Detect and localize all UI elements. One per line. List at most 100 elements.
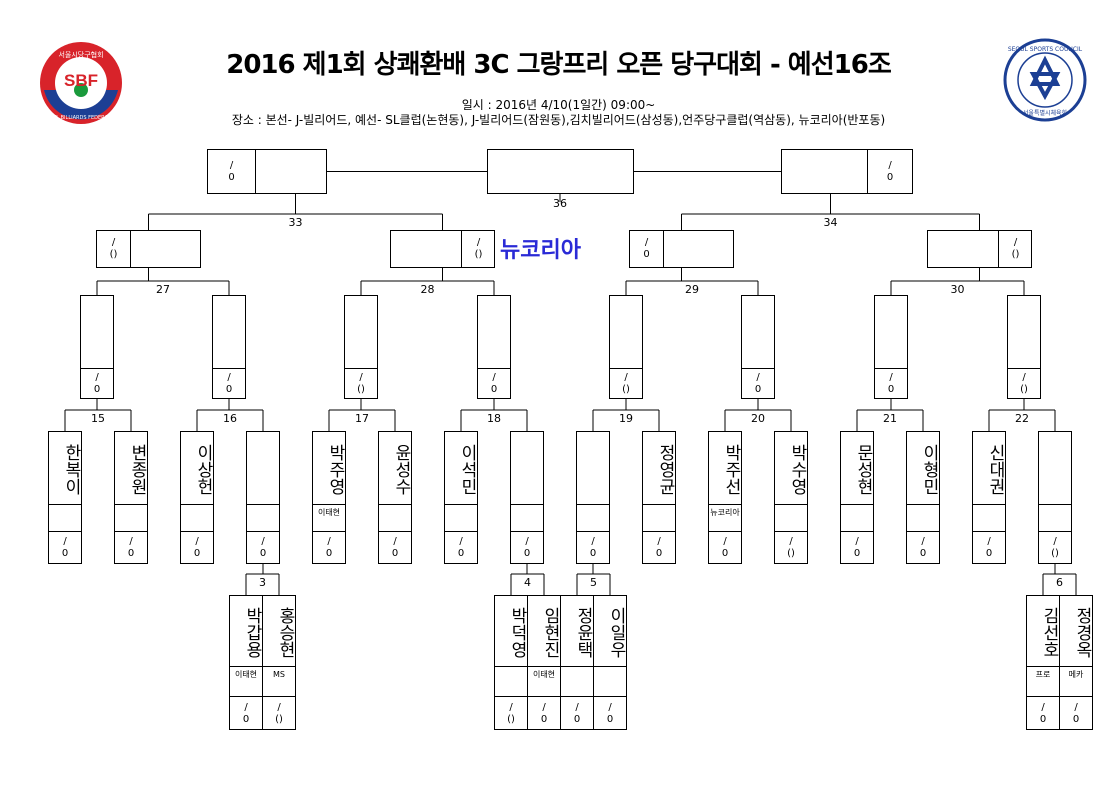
bracket-slot[interactable]: /0 <box>874 295 908 399</box>
score-cell: /0 <box>1027 698 1059 729</box>
slot-divider <box>867 150 868 193</box>
match-number: 4 <box>524 576 531 589</box>
player-name: 박수영 <box>787 444 807 495</box>
card-divider <box>561 696 593 697</box>
score-slash: / <box>575 701 579 713</box>
slot-divider <box>345 368 377 369</box>
event-date: 일시 : 2016년 4/10(1일간) 09:00~ <box>461 98 656 112</box>
score-value: 0 <box>225 383 233 395</box>
match-number: 33 <box>288 216 303 229</box>
bracket-slot[interactable]: /0 <box>80 295 114 399</box>
score-value: () <box>1051 547 1059 559</box>
slot-divider <box>663 231 664 267</box>
player-card[interactable]: /0 <box>246 431 280 564</box>
score-value: 0 <box>93 383 101 395</box>
player-card[interactable]: 문성현/0 <box>840 431 874 564</box>
player-card[interactable]: /0 <box>510 431 544 564</box>
match-number: 6 <box>1056 576 1063 589</box>
card-divider <box>528 666 560 667</box>
bracket-slot[interactable]: /() <box>609 295 643 399</box>
card-divider <box>907 504 939 505</box>
player-name: 임현진 <box>540 607 560 658</box>
card-divider <box>643 531 675 532</box>
player-card[interactable]: 이형민/0 <box>906 431 940 564</box>
final-center-slot[interactable] <box>487 149 634 194</box>
logo-ball-icon <box>74 83 88 97</box>
final-right-slot[interactable]: /0 <box>781 149 913 194</box>
card-divider <box>115 504 147 505</box>
score-value: 0 <box>228 171 235 183</box>
bracket-slot[interactable]: /0 <box>212 295 246 399</box>
semi-slot[interactable]: /0 <box>629 230 734 268</box>
score-slash: / <box>1041 701 1045 713</box>
score-value: 0 <box>1039 713 1047 725</box>
score-cell: /0 <box>643 532 675 563</box>
score-slash: / <box>509 701 513 713</box>
card-divider <box>247 531 279 532</box>
score-value: 0 <box>919 547 927 559</box>
player-card[interactable]: /() <box>1038 431 1072 564</box>
player-name: 이석민 <box>457 444 477 495</box>
card-divider <box>709 531 741 532</box>
player-name: 박갑용 <box>242 607 262 658</box>
player-card[interactable]: 신대권/0 <box>972 431 1006 564</box>
score-cell: /() <box>775 532 807 563</box>
score-cell: /() <box>97 231 130 267</box>
slot-divider <box>478 368 510 369</box>
score-slash: / <box>789 535 793 547</box>
score-cell: /0 <box>313 532 345 563</box>
score-value: 0 <box>61 547 69 559</box>
player-club: 이태현 <box>317 508 341 517</box>
player-card[interactable]: 이석민/0 <box>444 431 478 564</box>
player-card[interactable]: /0 <box>576 431 610 564</box>
semi-slot[interactable]: /() <box>96 230 201 268</box>
score-slash: / <box>492 371 496 383</box>
player-card[interactable]: 이상헌/0 <box>180 431 214 564</box>
score-value: 0 <box>655 547 663 559</box>
page-title: 2016 제1회 상쾌환배 3C 그랑프리 오픈 당구대회 - 예선16조 <box>226 50 892 80</box>
bracket-slot[interactable]: /() <box>344 295 378 399</box>
player-card[interactable]: 변종원/0 <box>114 431 148 564</box>
match-number: 16 <box>223 412 237 425</box>
prelim-player-card[interactable]: 이일우/0 <box>593 595 627 730</box>
player-card[interactable]: 한복이/0 <box>48 431 82 564</box>
card-divider <box>775 531 807 532</box>
sbf-logo: SBF 서울시당구협회 SEOUL BILLIARDS FEDERATION <box>40 42 122 124</box>
player-card[interactable]: 정영균/0 <box>642 431 676 564</box>
player-card[interactable]: 박수영 /() <box>774 431 808 564</box>
match-number: 5 <box>590 576 597 589</box>
slot-divider <box>610 368 642 369</box>
player-card[interactable]: 윤성수/0 <box>378 431 412 564</box>
slot-divider <box>130 231 131 267</box>
prelim-player-card[interactable]: 정윤택/0 <box>560 595 594 730</box>
card-divider <box>1060 696 1092 697</box>
semi-slot[interactable]: /() <box>927 230 1032 268</box>
prelim-player-card[interactable]: 박덕영/() <box>494 595 528 730</box>
semi-slot[interactable]: /() <box>390 230 495 268</box>
score-cell: /0 <box>213 369 245 398</box>
player-name <box>247 432 279 504</box>
card-divider <box>594 696 626 697</box>
final-left-slot[interactable]: /0 <box>207 149 327 194</box>
match-number: 21 <box>883 412 897 425</box>
bracket-slot[interactable]: /0 <box>741 295 775 399</box>
score-value: 0 <box>887 383 895 395</box>
player-club: 뉴코리아 <box>710 508 740 517</box>
bracket-slot[interactable]: /() <box>1007 295 1041 399</box>
card-divider <box>643 504 675 505</box>
bracket-slot[interactable]: /0 <box>477 295 511 399</box>
card-divider <box>709 504 741 505</box>
score-cell: /0 <box>594 698 626 729</box>
card-divider <box>445 531 477 532</box>
score-slash: / <box>1053 535 1057 547</box>
card-divider <box>511 531 543 532</box>
score-slash: / <box>525 535 529 547</box>
score-value: 0 <box>490 383 498 395</box>
